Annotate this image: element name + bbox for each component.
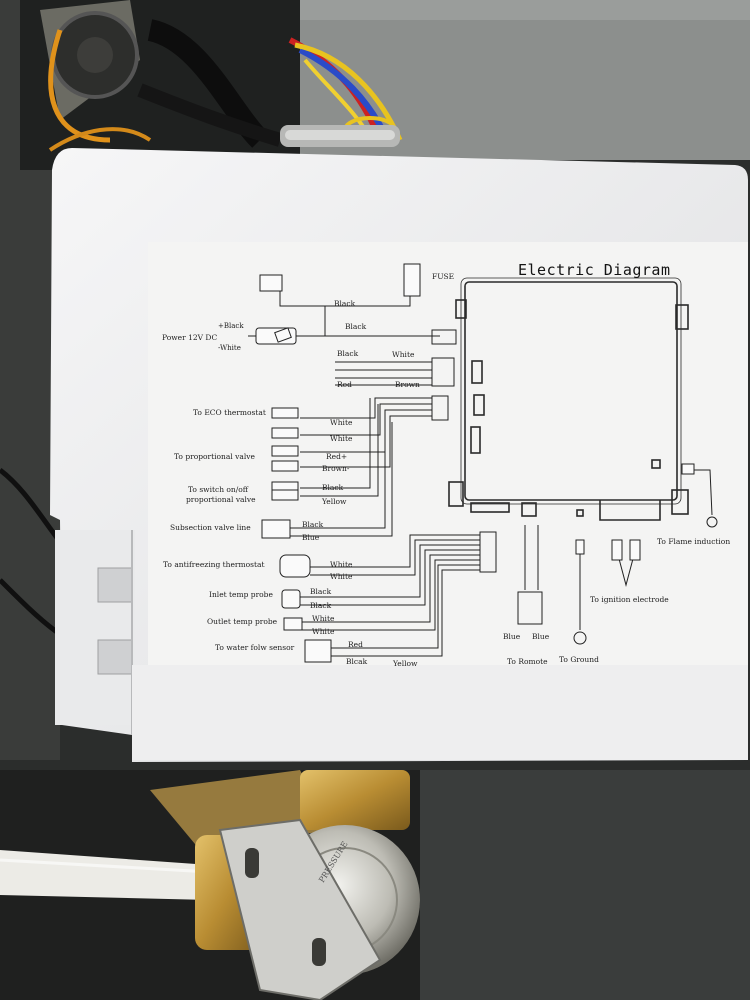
inlet-probe-label: Inlet temp probe: [209, 590, 273, 599]
switch-black-label: Black: [337, 349, 359, 358]
eco-wire-2-label: White: [330, 434, 353, 443]
eco-wire-1-label: White: [330, 418, 353, 427]
antifreeze-wire-2-label: White: [330, 572, 353, 581]
antifreeze-wire-1-label: White: [330, 560, 353, 569]
switch-white-label: White: [392, 350, 415, 359]
remote-wire-1-label: Blue: [503, 632, 521, 641]
wire-connectors: [255, 263, 695, 663]
water-flow-sensor-label: To water folw sensor: [215, 643, 295, 652]
subsection-valve-label: Subsection valve line: [170, 523, 251, 532]
diagram-title: Electric Diagram: [518, 261, 671, 279]
subsection-wire-2-label: Blue: [302, 533, 320, 542]
waterflow-wire-black-label: Blcak: [346, 657, 368, 666]
gas-valve: [0, 770, 750, 1000]
eco-thermostat-label: To ECO thermostat: [193, 408, 266, 417]
wire-label-black-second: Black: [345, 322, 367, 331]
diagram-sticker: [132, 242, 748, 760]
ignition-electrode-label: To ignition electrode: [590, 595, 669, 604]
switch-onoff-label: To switch on/off: [188, 485, 249, 494]
waterflow-wire-yellow-label: Yellow: [393, 659, 418, 668]
control-board: [448, 277, 689, 521]
fuse-label: FUSE: [432, 272, 455, 281]
switch-onoff-wire-2-label: Yellow: [322, 497, 347, 506]
outlet-wire-1-label: White: [312, 614, 335, 623]
power-plus-label: +Black: [218, 322, 244, 330]
remote-wire-2-label: Blue: [532, 632, 550, 641]
wiring-lines: [248, 285, 718, 657]
power-minus-label: -White: [218, 344, 241, 352]
power-label: Power 12V DC: [162, 333, 218, 342]
flame-induction-label: To Flame induction: [657, 537, 731, 546]
switch-brown-label: Brown: [395, 380, 420, 389]
outlet-wire-2-label: White: [312, 627, 335, 636]
ground-label: To Ground: [559, 655, 599, 664]
inlet-wire-2-label: Black: [310, 601, 332, 610]
proportional-valve-label: To proportional valve: [174, 452, 255, 461]
antifreeze-thermostat-label: To antifreezing thermostat: [163, 560, 265, 569]
switch-onoff-wire-1-label: Black: [322, 483, 344, 492]
wire-label-black-top: Black: [334, 299, 356, 308]
outlet-probe-label: Outlet temp probe: [207, 617, 278, 626]
switch-onoff-label-2: proportional valve: [186, 495, 256, 504]
waterflow-wire-red-label: Red: [348, 640, 363, 649]
switch-red-label: Red: [337, 380, 352, 389]
inlet-wire-1-label: Black: [310, 587, 332, 596]
proportional-wire-2-label: Brown-: [322, 464, 350, 473]
remote-label: To Romote: [507, 657, 548, 666]
proportional-wire-1-label: Red+: [326, 452, 348, 461]
subsection-wire-1-label: Black: [302, 520, 324, 529]
